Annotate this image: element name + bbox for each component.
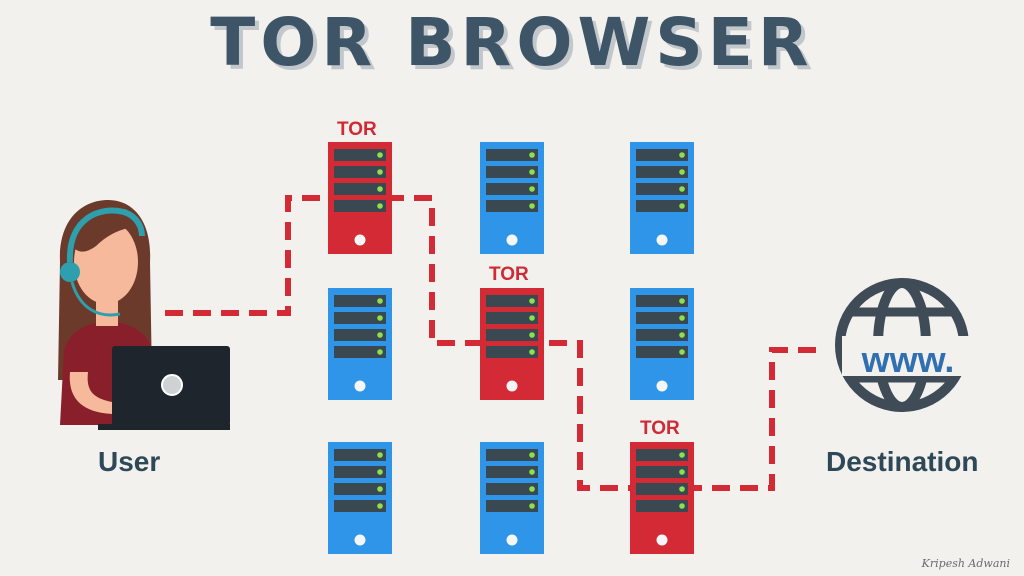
tor-server-3-3 (630, 442, 694, 554)
server-1-2 (480, 142, 544, 254)
server-3-1 (328, 442, 392, 554)
server-1-3 (630, 142, 694, 254)
server-2-1 (328, 288, 392, 400)
tor-node-label-2: TOR (489, 264, 529, 285)
globe-www-icon: www. (835, 278, 974, 412)
tor-node-label-1: TOR (337, 119, 377, 140)
server-2-3 (630, 288, 694, 400)
tor-node-label-3: TOR (640, 418, 680, 439)
user-with-headset-laptop-icon (58, 200, 230, 430)
www-label: www. (861, 339, 955, 380)
user-label: User (98, 446, 161, 477)
author-signature: Kripesh Adwani (921, 557, 1010, 570)
tor-server-1-1 (328, 142, 392, 254)
destination-label: Destination (826, 446, 979, 477)
page-title: TOR BROWSER (210, 4, 814, 81)
tor-server-2-2 (480, 288, 544, 400)
server-3-2 (480, 442, 544, 554)
